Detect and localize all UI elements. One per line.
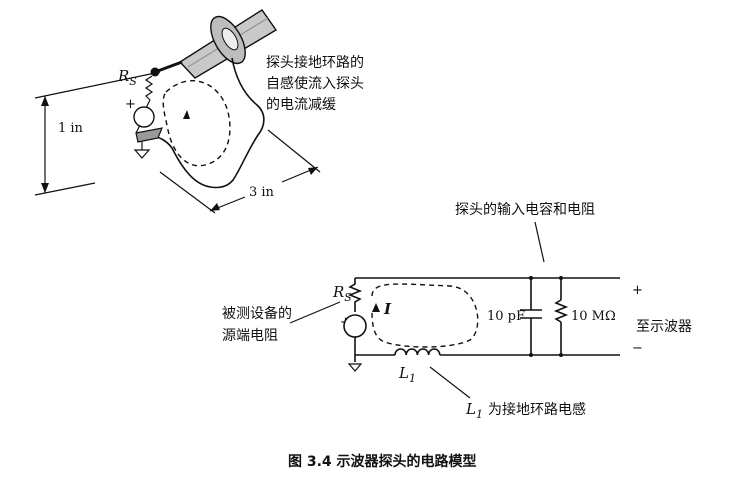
caption-probe-input: 探头的输入电容和电阻 [455,201,595,218]
annotation-inductance: 探头接地环路的 自感使流入探头 的电流减缓 [266,54,368,113]
rs-label-top: R [117,67,129,85]
rs-sub-top: S [129,75,137,88]
ground-symbol-top [133,149,151,159]
ground-clip [135,127,163,143]
resistor-value: 10 MΩ [571,309,616,324]
current-arrow-top [183,110,190,119]
ground-loop-dashed [162,80,231,167]
svg-text:L1: L1 [398,364,416,385]
figure-caption: 图 3.4 示波器探头的电路模型 [288,453,477,470]
probe-resistor [553,299,569,323]
l1-sub: 1 [409,372,416,385]
probe-illustration: RS + 探头接地环路的 自感使流入探头 的电流减缓 1 in 3 in [34,9,368,214]
capacitor-value: 10 pF [487,309,525,324]
current-loop-dashed [371,283,479,348]
leader-source-resistance [289,301,341,324]
rs-resistor [347,278,363,312]
l1-desc-sub: 1 [476,408,483,421]
plus-sign-top: + [125,97,136,112]
terminal-plus: + [632,283,643,298]
l1-desc-label: L [465,400,476,418]
rs-sub: S [344,291,352,304]
dim-width-label: 3 in [249,185,275,200]
current-label: I [383,300,392,318]
source-top [133,106,155,128]
rs-label: R [332,283,344,301]
rs-resistor-top [144,75,154,101]
svg-text:RS: RS [332,283,352,304]
l1-label: L [398,364,409,382]
leader-probe-input [534,221,545,263]
ground-lead [153,57,265,189]
l1-desc-text: 为接地环路电感 [488,401,586,418]
voltage-source [343,314,367,338]
probe-tip-contact [150,67,160,77]
ground-symbol [347,363,363,372]
leader-l1 [429,366,471,399]
dim-height-label: 1 in [58,121,84,136]
current-arrow [372,303,380,312]
circuit-model: 探头的输入电容和电阻 RS + I L1 L1 为接地环路电感 [222,201,692,421]
inductor-l1 [394,348,441,356]
probe-tip [154,60,183,74]
svg-text:L1: L1 [465,400,483,421]
scope-label: 至示波器 [636,319,692,335]
terminal-minus: − [632,341,643,356]
source-resistance-label: 被测设备的 源端电阻 [222,305,296,344]
